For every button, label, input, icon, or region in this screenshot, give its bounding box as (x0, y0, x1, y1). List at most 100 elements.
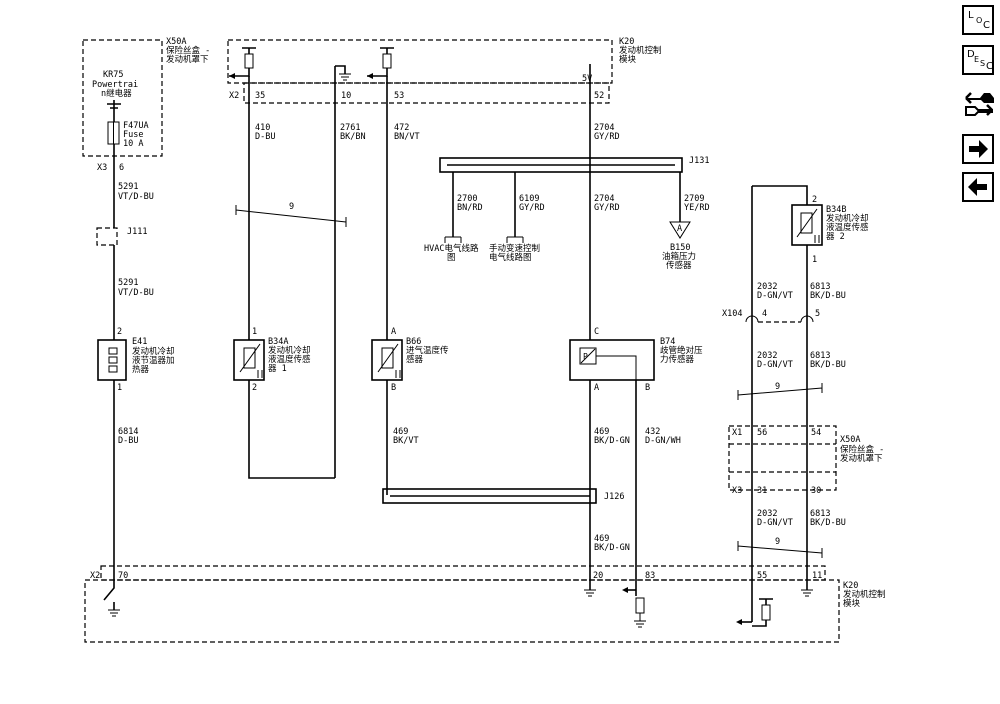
wire-472-id: 472 (394, 123, 409, 133)
wire-2700-id: 2700 (457, 194, 477, 204)
pin-e41-1: 1 (117, 383, 122, 393)
b66-label-3: 感器 (406, 354, 424, 365)
b74-p-glyph: P (583, 352, 588, 361)
pin-k20-35: 35 (255, 91, 265, 101)
loc-letter-l: L (968, 10, 974, 21)
desc-letter-c: C (986, 61, 993, 72)
x50a-right-label-1: X50A (840, 435, 860, 445)
connector-x3-right: X3 (732, 486, 742, 496)
fuse-label-1: F47UA (123, 121, 149, 131)
twisted-pair-1: 9 (289, 202, 294, 212)
j126-label: J126 (604, 492, 624, 502)
e41-label-3: 液节温器加 (132, 355, 175, 366)
wire-472-color: BN/VT (394, 132, 420, 142)
pin-k20-55: 55 (757, 571, 767, 581)
pin-x3-31: 31 (757, 486, 767, 496)
wire-2700-color: BN/RD (457, 203, 483, 213)
pin-k20-83: 83 (645, 571, 655, 581)
wire-6813a-id: 6813 (810, 282, 830, 292)
b150-label-3: 传感器 (666, 260, 692, 271)
loc-letter-o: O (976, 16, 983, 25)
next-page-button[interactable] (962, 134, 994, 164)
desc-letter-s: S (980, 59, 986, 68)
wire-6813b-id: 6813 (810, 351, 830, 361)
component-e41 (97, 339, 127, 381)
desc-letter-d: D (967, 49, 975, 60)
wire-6814-color: D-BU (118, 436, 138, 446)
connector-swap-icon (965, 92, 994, 116)
b150-label-2: 油箱压力 (662, 251, 696, 262)
pin-b74-b: B (645, 383, 650, 393)
kr75-label-2: Powertrai (92, 80, 138, 90)
kr75-label-1: KR75 (103, 70, 123, 80)
k20-top-label-2: 发动机控制 (619, 45, 662, 56)
j131-label: J131 (689, 156, 709, 166)
e41-label-1: E41 (132, 337, 147, 347)
wire-2704a-color: GY/RD (594, 132, 620, 142)
pin-k20-10: 10 (341, 91, 351, 101)
wire-2709-color: YE/RD (684, 203, 710, 213)
kr75-label-3: n继电器 (101, 88, 132, 99)
wire-6109-color: GY/RD (519, 203, 545, 213)
connector-view-button[interactable] (962, 86, 996, 120)
module-k20-bottom: K20 发动机控制 模块 (84, 565, 886, 643)
wire-6813a-color: BK/D-BU (810, 291, 846, 301)
b34a-label-1: B34A (268, 337, 288, 347)
pin-x104-4: 4 (762, 309, 767, 319)
wire-6109-id: 6109 (519, 194, 539, 204)
wire-2032c-color: D-GN/VT (757, 518, 793, 528)
wire-5291a-id: 5291 (118, 182, 138, 192)
wire-410-id: 410 (255, 123, 270, 133)
previous-page-button[interactable] (962, 172, 994, 202)
pin-k20-53: 53 (394, 91, 404, 101)
wire-2704b-id: 2704 (594, 194, 614, 204)
wire-469c-id: 469 (594, 534, 609, 544)
twisted-pair-3: 9 (775, 537, 780, 547)
wire-6814-id: 6814 (118, 427, 138, 437)
wire-2709-id: 2709 (684, 194, 704, 204)
wire-469c-color: BK/D-GN (594, 543, 630, 553)
location-button[interactable]: L O C (962, 5, 994, 35)
wire-469a-color: BK/VT (393, 436, 419, 446)
x50a-right-label-3: 发动机罩下 (840, 453, 883, 464)
hvac-label-1: HVAC电气线路 (424, 243, 479, 254)
wire-432-color: D-GN/WH (645, 436, 681, 446)
b34a-label-4: 器 1 (268, 364, 287, 374)
pin-b34b-2: 2 (812, 195, 817, 205)
wire-5291b-id: 5291 (118, 278, 138, 288)
wire-2032b-color: D-GN/VT (757, 360, 793, 370)
splice-j131 (439, 157, 683, 173)
arrow-left-icon (968, 178, 987, 196)
twisted-pair-2: 9 (775, 382, 780, 392)
connector-j111 (96, 227, 118, 246)
pin-k20-11: 11 (812, 571, 822, 581)
b34b-label-2: 发动机冷却 (826, 213, 869, 224)
b150-label-1: B150 (670, 243, 690, 253)
wire-2704a-id: 2704 (594, 123, 614, 133)
j111-label: J111 (127, 227, 147, 237)
b66-label-1: B66 (406, 337, 421, 347)
wire-2032a-color: D-GN/VT (757, 291, 793, 301)
wire-5291a-color: VT/D-BU (118, 192, 154, 202)
trans-label-2: 电气线路图 (489, 252, 532, 263)
sensor-b74 (569, 339, 655, 381)
description-button[interactable]: D E S C (962, 45, 994, 75)
wire-469a-id: 469 (393, 427, 408, 437)
e41-label-4: 热器 (132, 364, 150, 375)
pin-k20-5v: 5V (582, 74, 592, 84)
pin-b34b-1: 1 (812, 255, 817, 265)
wire-6813b-color: BK/D-BU (810, 360, 846, 370)
pin-x2-70: 70 (118, 571, 128, 581)
pin-b66-a: A (391, 327, 396, 337)
x50a-right-label-2: 保险丝盒 - (840, 444, 884, 455)
connector-x2-top: X2 (229, 91, 239, 101)
connector-x3-left: X3 (97, 163, 107, 173)
b34b-label-4: 器 2 (826, 232, 845, 242)
pin-e41-2: 2 (117, 327, 122, 337)
splice-j126 (382, 488, 597, 504)
fuse-label-2: Fuse (123, 130, 143, 140)
connector-x1-right: X1 (732, 428, 742, 438)
fuse-label-3: 10 A (123, 139, 143, 149)
arrow-right-icon (969, 140, 988, 158)
pin-k20-52: 52 (594, 91, 604, 101)
